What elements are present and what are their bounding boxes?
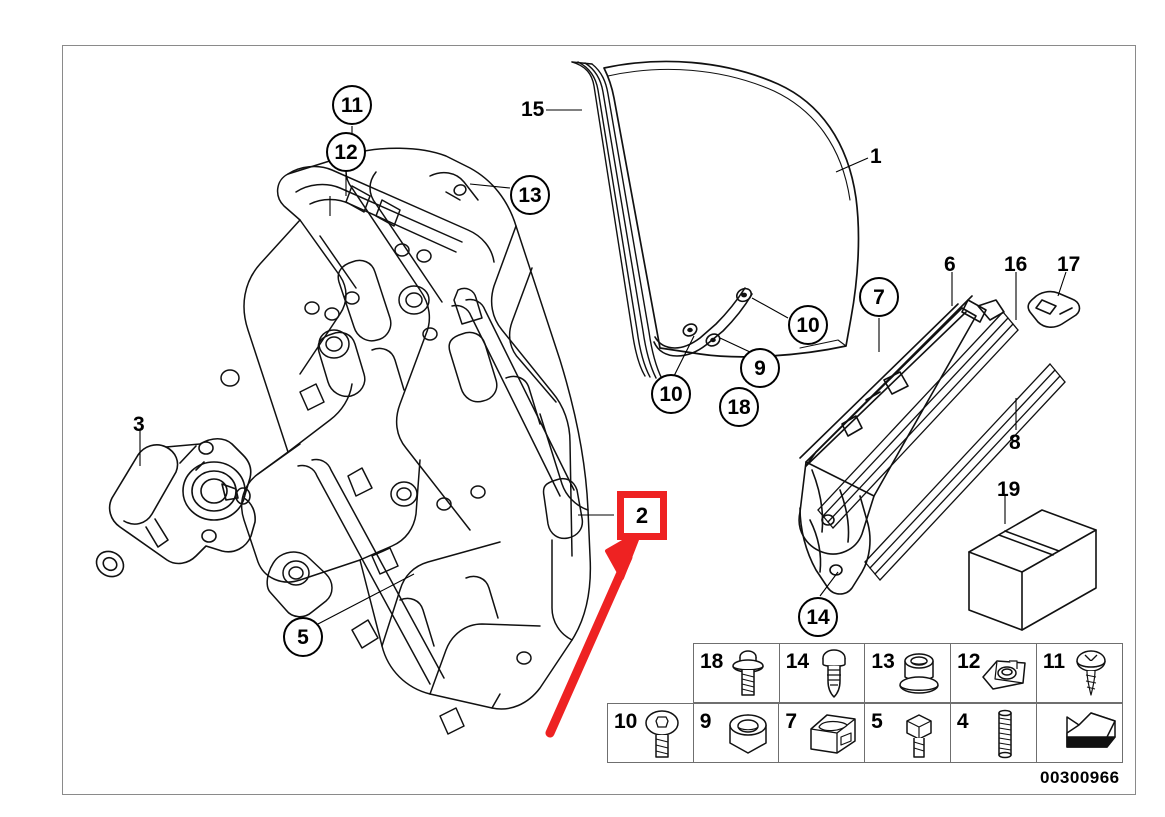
legend-cell-number: 13 [871,650,895,673]
hardware-legend-table: 18 14 13 12 11 10 9 7 5 4 [607,643,1137,765]
callout-3-text: 3 [133,413,145,436]
legend-cell-number: 10 [614,710,638,733]
callout-5-text: 5 [297,625,309,649]
legend-cell-13[interactable]: 13 [864,643,952,703]
callout-1: 1 [870,146,882,167]
legend-cell-number: 4 [956,710,969,733]
callout-15-text: 15 [521,98,545,121]
diagram-part-number: 00300966 [1040,768,1120,787]
highlighted-part-2-box[interactable]: 2 [617,491,667,540]
legend-cell-14[interactable]: 14 [778,643,866,703]
callout-19-text: 19 [997,478,1021,501]
torx-pan-head-screw-icon [634,707,690,761]
callout-11: 11 [332,85,372,125]
legend-cell-5[interactable]: 5 [864,703,952,763]
callout-9: 9 [740,348,780,388]
legend-cell-11[interactable]: 11 [1035,643,1123,703]
callout-13: 13 [510,175,550,215]
hex-head-bolt-icon [891,707,947,761]
callout-12: 12 [326,132,366,172]
callout-1-text: 1 [870,145,882,168]
callout-13-text: 13 [518,183,542,207]
legend-row-top: 18 14 13 12 11 [693,643,1123,703]
legend-cell-7[interactable]: 7 [778,703,866,763]
highlighted-part-2-label: 2 [635,502,649,528]
callout-8-text: 8 [1009,431,1021,454]
callout-17-text: 17 [1057,253,1081,276]
callout-17: 17 [1057,254,1080,275]
callout-7-text: 7 [873,285,885,309]
callout-16-text: 16 [1004,253,1028,276]
callout-14-text: 14 [806,605,830,629]
legend-cell-number: 14 [785,650,810,673]
legend-cell-4[interactable]: 4 [949,703,1037,763]
legend-cell-number: 9 [699,710,712,733]
legend-cell-10[interactable]: 10 [607,703,694,763]
callout-10-lower-text: 10 [659,382,683,406]
callout-10-lower: 10 [651,374,691,414]
legend-cell-12[interactable]: 12 [950,643,1038,703]
legend-row-bottom: 10 9 7 5 4 [607,703,1123,763]
callout-10-upper-text: 10 [796,313,820,337]
hex-nut-icon [720,707,776,761]
callout-18: 18 [719,387,759,427]
callout-15: 15 [521,99,544,120]
callout-18-text: 18 [727,395,751,419]
callout-7: 7 [859,277,899,317]
callout-19: 19 [997,479,1020,500]
callout-9-text: 9 [754,356,766,380]
sheet-metal-speed-nut-icon [977,647,1033,701]
legend-cell-18[interactable]: 18 [693,643,780,703]
callout-12-text: 12 [334,140,358,164]
oval-grommet-plug-icon [805,707,861,761]
flange-lock-nut-icon [891,647,947,701]
callout-3: 3 [133,414,145,435]
legend-cell-number: 7 [785,710,798,733]
legend-cell-9[interactable]: 9 [692,703,780,763]
callout-16: 16 [1004,254,1027,275]
pan-head-screw-icon [1063,647,1119,701]
callout-10-upper: 10 [788,305,828,345]
legend-cell-number: 5 [871,710,883,733]
callout-5: 5 [283,617,323,657]
legend-cell-number: 18 [700,650,724,673]
threaded-stud-icon [977,707,1033,761]
legend-cell-number: 11 [1042,650,1066,673]
flange-bolt-with-washer-icon [720,647,776,701]
pointer-wedge-icon [1063,707,1119,761]
legend-cell-pointer-wedge-icon[interactable] [1035,703,1123,763]
expanding-rivet-clip-icon [806,647,862,701]
callout-14: 14 [798,597,838,637]
callout-8: 8 [1009,432,1021,453]
legend-cell-number: 12 [957,650,981,673]
callout-6: 6 [944,254,956,275]
callout-11-text: 11 [340,93,364,117]
callout-6-text: 6 [944,253,956,276]
